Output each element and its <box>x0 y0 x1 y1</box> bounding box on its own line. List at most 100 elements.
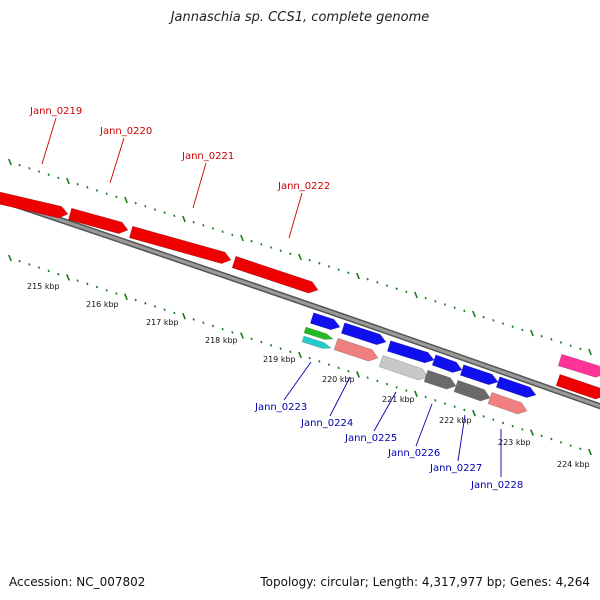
lower-scale-tick <box>269 344 273 347</box>
upper-scale-tick <box>530 329 534 337</box>
gene-arrow-green <box>303 326 334 340</box>
scale-tick-label: 221 kbp <box>382 395 415 404</box>
lower-scale-tick <box>86 282 89 286</box>
upper-scale-tick <box>182 215 186 223</box>
lower-scale-tick <box>511 424 514 428</box>
lower-scale-tick <box>492 418 495 421</box>
lower-scale-tick <box>434 398 437 402</box>
lower-scale-tick <box>18 259 21 263</box>
leader-line-bottom <box>457 414 466 462</box>
lower-scale-tick <box>163 308 166 312</box>
lower-scale-tick <box>559 441 563 444</box>
upper-scale-tick <box>240 234 244 242</box>
gene-label-bottom: Jann_0225 <box>344 433 397 444</box>
lower-scale-tick <box>356 371 360 378</box>
lower-scale-tick <box>376 379 379 383</box>
upper-scale-tick <box>18 163 21 167</box>
backbone-line <box>0 198 600 408</box>
gene-arrow-jann-0225 <box>378 354 429 381</box>
lower-scale-tick <box>8 254 12 262</box>
upper-scale-tick <box>260 243 263 246</box>
gene-arrow-blue-3 <box>386 340 435 364</box>
upper-scale-tick <box>66 177 70 185</box>
upper-scale-tick <box>405 290 408 294</box>
upper-scale-tick <box>482 315 485 319</box>
upper-scale-tick <box>269 246 273 249</box>
upper-scale-tick <box>550 338 553 341</box>
gene-arrow-magenta <box>557 353 600 378</box>
upper-scale-tick <box>395 287 398 290</box>
lower-scale-tick <box>260 340 263 344</box>
lower-scale-tick <box>569 444 572 447</box>
lower-scale-tick <box>453 405 456 409</box>
upper-scale-tick <box>192 220 195 224</box>
accession-label: Accession: NC_007802 <box>9 575 146 589</box>
lower-scale-tick <box>308 356 311 360</box>
gene-label-top: Jann_0220 <box>99 126 152 137</box>
gene-arrow-jann-0221 <box>129 225 232 264</box>
gene-arrow-blue-4 <box>431 354 463 373</box>
leader-line-bottom <box>373 391 397 432</box>
lower-scale-tick <box>530 429 534 436</box>
scale-tick-label: 216 kbp <box>86 300 119 309</box>
lower-scale-tick <box>76 279 79 282</box>
lower-scale-tick <box>47 269 50 273</box>
upper-scale-tick <box>569 344 572 347</box>
upper-scale-tick <box>337 268 340 271</box>
lower-scale-tick <box>298 351 302 359</box>
gene-arrow-jann-0220 <box>68 207 129 234</box>
scale-tick-label: 217 kbp <box>146 318 179 327</box>
lower-scale-tick <box>521 428 524 431</box>
gene-arrow-jann-0219 <box>0 191 69 219</box>
gene-arrow-red-edge <box>555 373 600 400</box>
scale-tick-label: 224 kbp <box>557 460 590 469</box>
upper-scale-tick <box>366 277 369 281</box>
gene-arrow-cyan <box>301 335 332 349</box>
upper-scale-tick <box>153 208 157 211</box>
lower-scale-tick <box>57 272 60 276</box>
upper-scale-tick <box>424 296 427 300</box>
gene-arrow-jann-0228 <box>487 391 528 415</box>
gene-arrow-blue-1 <box>309 312 341 331</box>
map-title: Jannaschia sp. CCS1, complete genome <box>170 10 430 25</box>
upper-scale-tick <box>47 173 50 176</box>
lower-scale-tick <box>192 318 195 321</box>
lower-scale-tick <box>588 448 592 456</box>
upper-scale-tick <box>511 325 514 328</box>
gene-arrow-jann-0222 <box>231 255 319 294</box>
gene-label-bottom: Jann_0226 <box>387 448 440 459</box>
upper-scale-tick <box>57 176 60 180</box>
topology-label: Topology: circular; Length: 4,317,977 bp… <box>260 575 590 589</box>
upper-scale-tick <box>202 224 205 227</box>
lower-scale-tick <box>144 301 147 305</box>
lower-scale-tick <box>289 350 292 354</box>
gene-label-top: Jann_0219 <box>29 106 82 117</box>
gene-label-top: Jann_0222 <box>277 181 330 192</box>
lower-scale-tick <box>105 289 108 292</box>
leader-line-top <box>288 192 303 239</box>
upper-scale-tick <box>356 272 360 280</box>
upper-scale-tick <box>279 249 282 252</box>
gene-label-bottom: Jann_0228 <box>470 480 523 491</box>
upper-scale-tick <box>501 322 505 325</box>
upper-scale-tick <box>443 303 447 306</box>
leader-line-top <box>41 117 57 165</box>
upper-scale-tick <box>231 233 234 237</box>
lower-scale-tick <box>395 386 398 389</box>
lower-scale-tick <box>405 389 408 392</box>
leader-line-top <box>192 162 207 209</box>
lower-scale-tick <box>66 274 70 281</box>
gene-arrow-blue-2 <box>340 322 387 346</box>
upper-scale-tick <box>28 167 31 170</box>
lower-scale-tick <box>482 415 485 418</box>
lower-scale-tick <box>153 305 157 308</box>
lower-scale-tick <box>221 327 224 331</box>
gene-arrow-blue-5 <box>459 364 499 386</box>
upper-scale-tick <box>327 265 331 268</box>
upper-scale-tick <box>76 182 79 186</box>
scale-tick-label: 215 kbp <box>27 282 60 291</box>
lower-scale-tick <box>327 363 331 366</box>
upper-scale-tick <box>163 211 166 214</box>
upper-scale-tick <box>347 271 350 275</box>
